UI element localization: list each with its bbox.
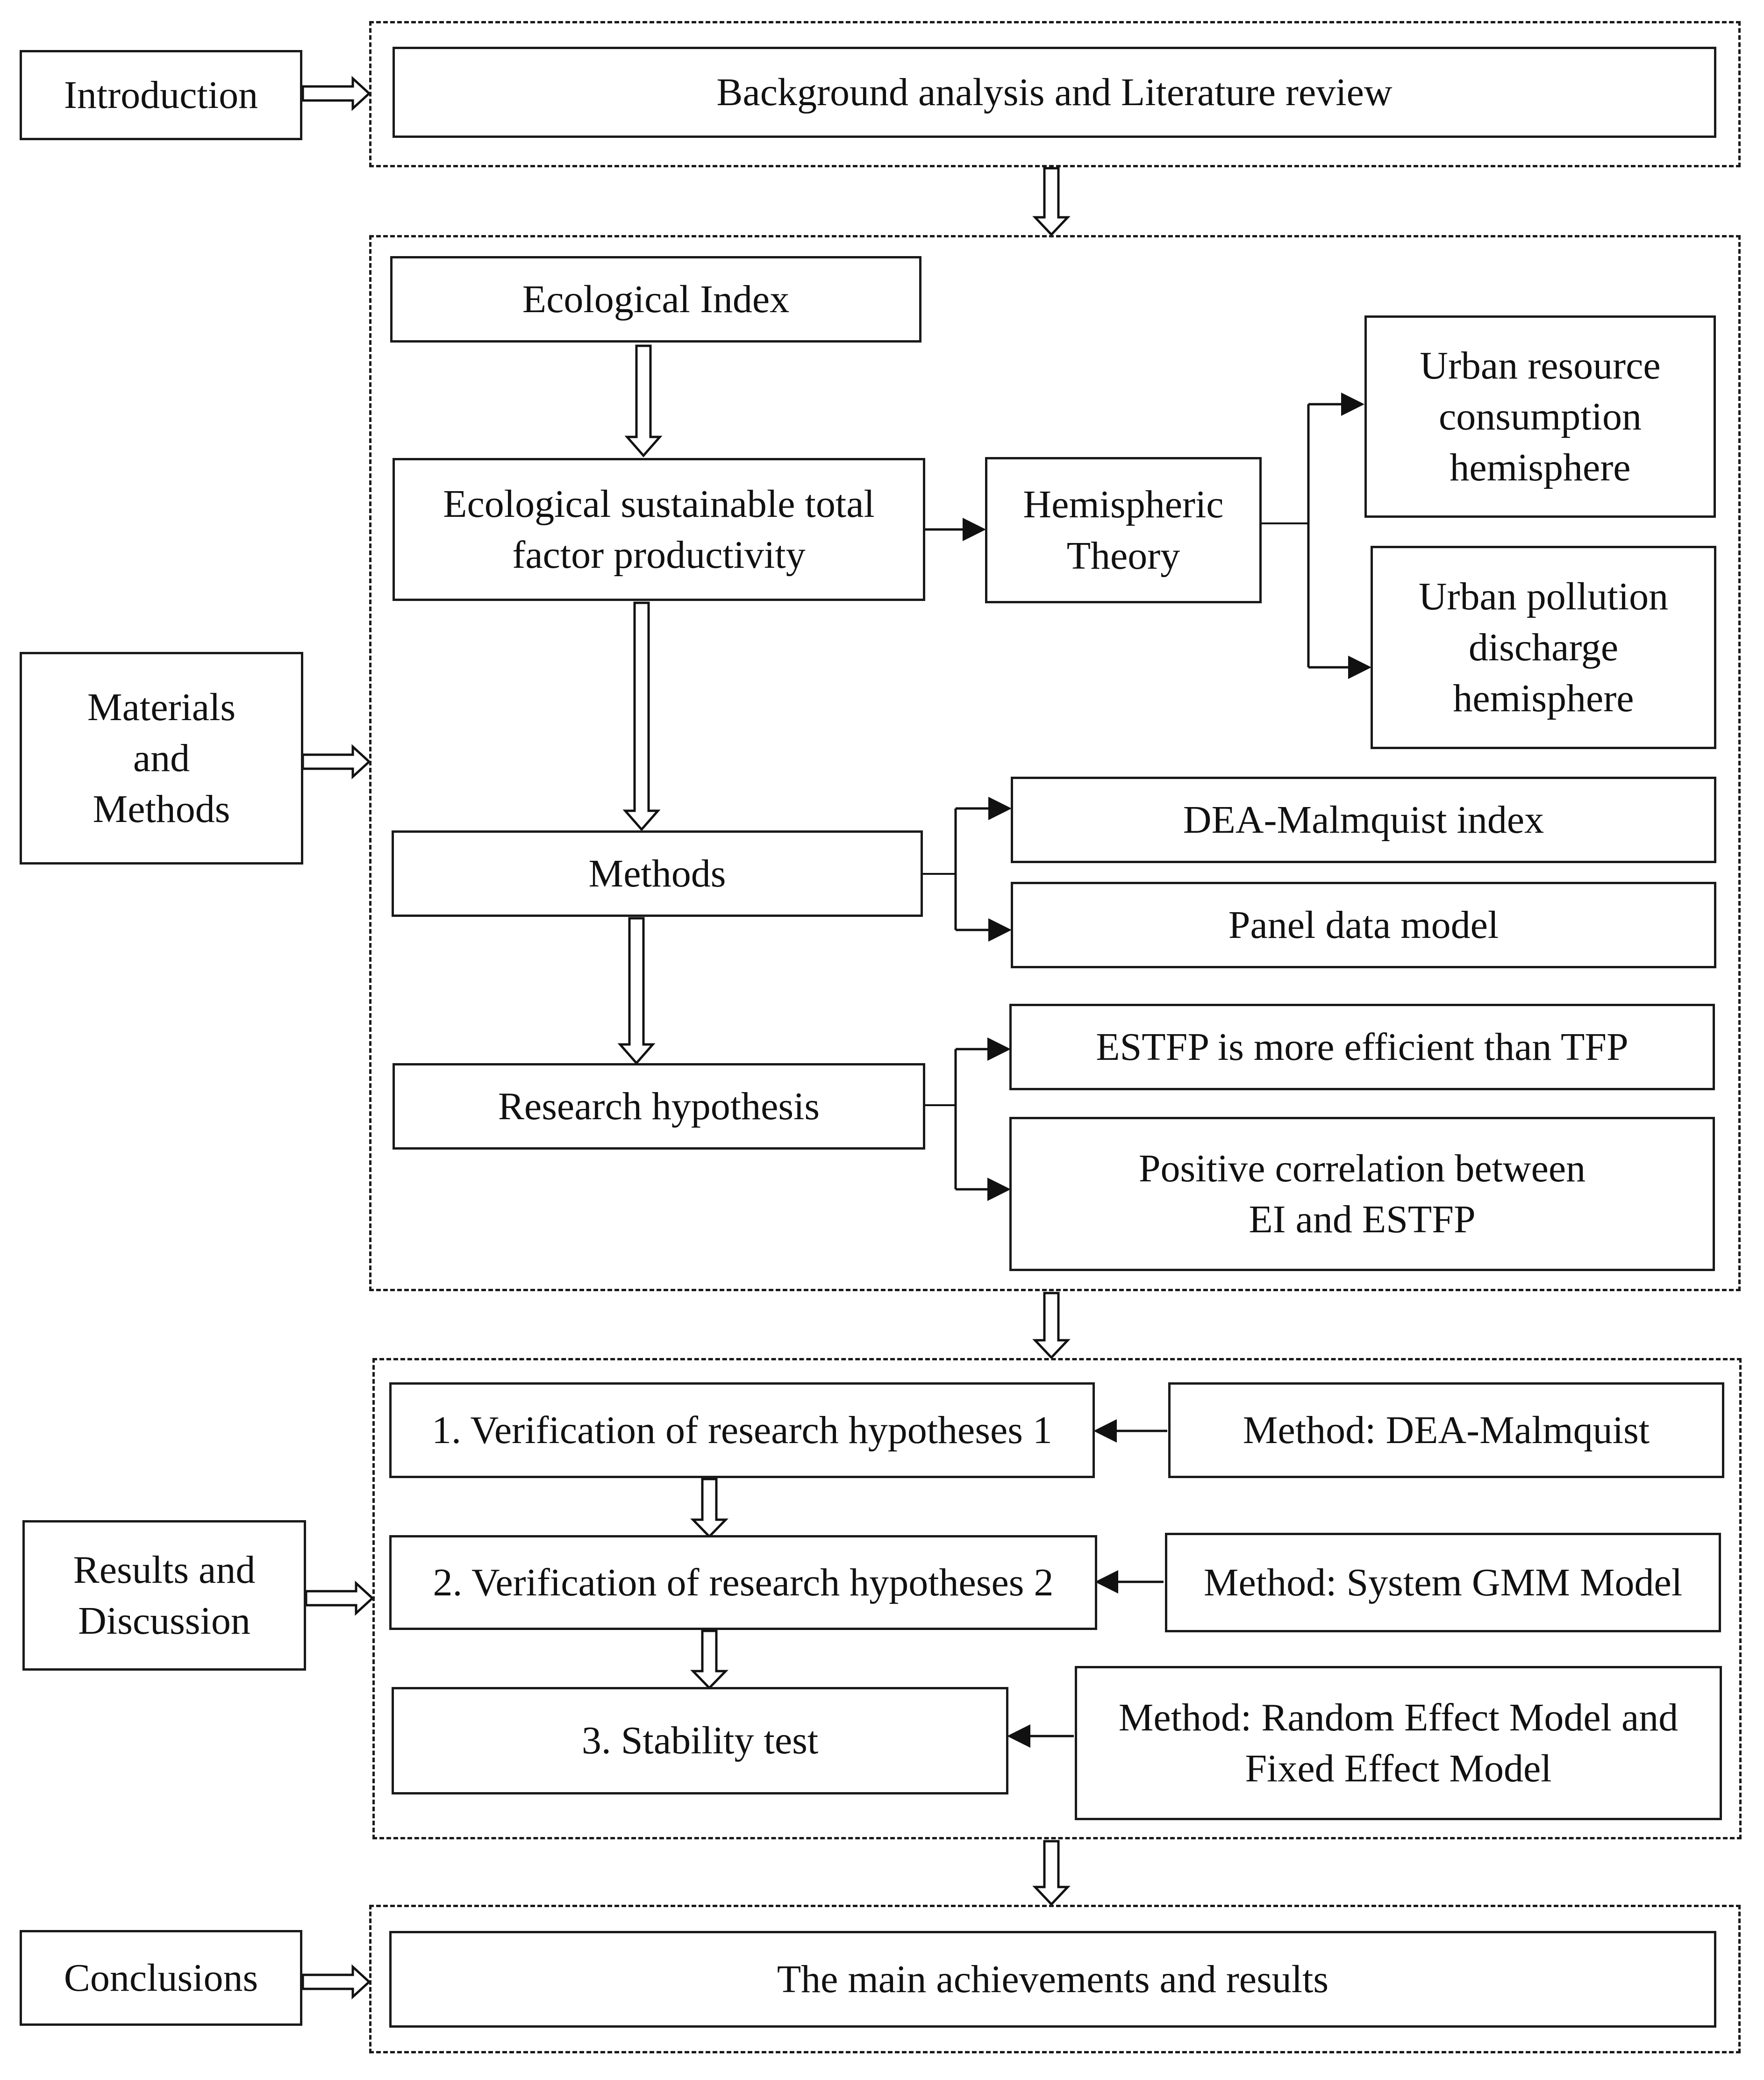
hypothesis-1-box: ESTFP is more efficient than TFP bbox=[1009, 1004, 1715, 1090]
hypothesis-2-box: Positive correlation between EI and ESTF… bbox=[1009, 1117, 1715, 1271]
conclusions-label: Conclusions bbox=[20, 1930, 302, 2026]
background-literature-box: Background analysis and Literature revie… bbox=[393, 47, 1716, 138]
materials-hollow-arrow bbox=[301, 744, 371, 779]
verification2-to-stability-arrow bbox=[690, 1630, 728, 1690]
ecological-index-box: Ecological Index bbox=[390, 256, 921, 343]
verification-1-box: 1. Verification of research hypotheses 1 bbox=[389, 1382, 1095, 1478]
dea-malmquist-index-box: DEA-Malmquist index bbox=[1011, 777, 1716, 863]
estfp-box: Ecological sustainable total factor prod… bbox=[393, 458, 925, 601]
panel-data-model-box: Panel data model bbox=[1011, 882, 1716, 968]
results-hollow-arrow bbox=[305, 1580, 374, 1616]
group1-to-group2-arrow bbox=[1032, 167, 1071, 236]
results-discussion-group bbox=[372, 1358, 1742, 1839]
estfp-to-methods-arrow bbox=[622, 601, 661, 831]
methods-box: Methods bbox=[392, 830, 923, 917]
group2-to-group3-arrow bbox=[1032, 1292, 1071, 1359]
group3-to-group4-arrow bbox=[1032, 1840, 1071, 1906]
stability-test-box: 3. Stability test bbox=[392, 1687, 1008, 1794]
materials-methods-label: Materials and Methods bbox=[20, 652, 303, 865]
conclusions-group bbox=[369, 1905, 1741, 2053]
method-dea-malmquist-box: Method: DEA-Malmquist bbox=[1168, 1382, 1724, 1478]
urban-resource-box: Urban resource consumption hemisphere bbox=[1364, 315, 1716, 518]
research-hypothesis-box: Research hypothesis bbox=[393, 1063, 925, 1150]
method-random-fixed-effect-box: Method: Random Effect Model and Fixed Ef… bbox=[1075, 1666, 1722, 1820]
results-discussion-label: Results and Discussion bbox=[22, 1520, 306, 1671]
verification-2-box: 2. Verification of research hypotheses 2 bbox=[389, 1535, 1097, 1630]
hemispheric-theory-box: Hemispheric Theory bbox=[985, 457, 1262, 603]
method-system-gmm-box: Method: System GMM Model bbox=[1165, 1533, 1721, 1632]
intro-hollow-arrow bbox=[301, 76, 371, 111]
introduction-label: Introduction bbox=[20, 50, 302, 140]
introduction-group bbox=[369, 21, 1741, 167]
verification1-to-verification2-arrow bbox=[690, 1478, 728, 1538]
urban-pollution-box: Urban pollution discharge hemisphere bbox=[1371, 546, 1716, 749]
methods-to-hypothesis-arrow bbox=[617, 917, 656, 1065]
materials-methods-group bbox=[369, 235, 1741, 1291]
main-achievements-box: The main achievements and results bbox=[389, 1931, 1716, 2028]
conclusions-hollow-arrow bbox=[301, 1964, 371, 2000]
ecological-index-to-estfp-arrow bbox=[624, 344, 663, 457]
